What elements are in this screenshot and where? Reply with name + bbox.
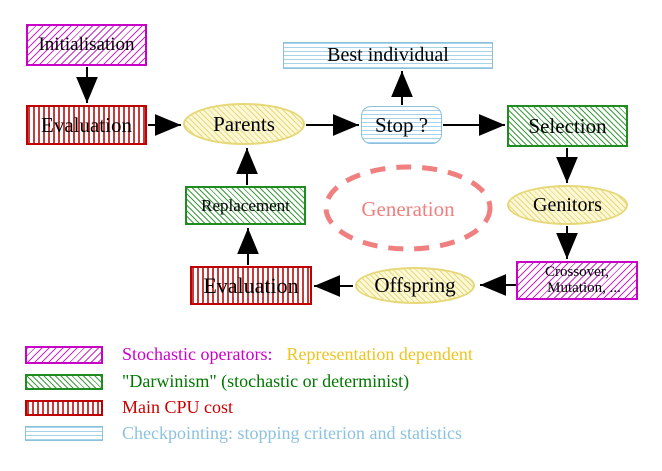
legend-swatch-checkpointing xyxy=(25,426,103,441)
node-offspring: Offspring xyxy=(355,267,475,304)
node-replacement-label: Replacement xyxy=(201,195,290,215)
legend-swatch-cpu xyxy=(25,399,103,416)
legend-swatch-stochastic xyxy=(25,345,103,364)
node-genitors-label: Genitors xyxy=(533,193,602,216)
legend-swatch-darwinism xyxy=(25,373,103,390)
legend-label-representation: Representation dependent xyxy=(286,344,473,364)
legend-label-darwinism: "Darwinism" (stochastic or determinist) xyxy=(122,371,410,391)
legend-row-checkpointing: Checkpointing: stopping criterion and st… xyxy=(25,423,462,444)
legend-row-cpu: Main CPU cost xyxy=(25,397,233,418)
legend-row-darwinism: "Darwinism" (stochastic or determinist) xyxy=(25,371,409,392)
node-crossover-line2: Mutation, ... xyxy=(547,279,621,296)
node-evaluation-bottom-label: Evaluation xyxy=(203,272,299,298)
node-genitors: Genitors xyxy=(507,185,628,225)
node-parents-label: Parents xyxy=(213,111,275,136)
node-initialisation-label: Initialisation xyxy=(38,34,135,56)
node-offspring-label: Offspring xyxy=(374,273,456,298)
legend-label-checkpointing: Checkpointing: stopping criterion and st… xyxy=(122,423,462,443)
node-evaluation-top-label: Evaluation xyxy=(41,112,132,137)
legend-text-stochastic: Stochastic operators: Representation depe… xyxy=(122,344,473,365)
node-selection: Selection xyxy=(507,105,628,147)
node-selection-label: Selection xyxy=(528,113,607,138)
legend-row-stochastic: Stochastic operators: Representation depe… xyxy=(25,344,473,365)
node-parents: Parents xyxy=(183,103,305,145)
legend-label-cpu: Main CPU cost xyxy=(122,397,234,417)
node-evaluation-bottom: Evaluation xyxy=(190,266,312,305)
legend-label-stochastic: Stochastic operators: xyxy=(122,344,273,364)
node-crossover-line1: Crossover, xyxy=(545,263,609,280)
node-crossover-mutation: Crossover, Mutation, ... xyxy=(516,261,638,300)
node-initialisation: Initialisation xyxy=(26,24,147,66)
node-replacement: Replacement xyxy=(185,186,306,225)
node-stop-label: Stop ? xyxy=(374,112,429,137)
generation-label-text: Generation xyxy=(361,197,455,221)
node-best-individual-label: Best individual xyxy=(327,44,449,66)
node-evaluation-top: Evaluation xyxy=(26,105,147,145)
node-best-individual: Best individual xyxy=(283,42,493,69)
node-stop: Stop ? xyxy=(361,106,442,144)
generation-label: Generation xyxy=(326,197,490,222)
